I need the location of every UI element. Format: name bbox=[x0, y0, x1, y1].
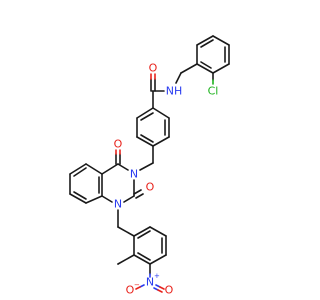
benzyl-ch2-bond-2 bbox=[175, 72, 182, 84]
quinazoline-n1-label: N bbox=[114, 198, 122, 211]
chlorophenyl-ring bbox=[196, 35, 230, 74]
nitro-no-double-o-b bbox=[157, 289, 163, 293]
nitro-oxygen-minus-charge: − bbox=[134, 281, 140, 289]
chlorine-label: Cl bbox=[208, 85, 219, 98]
molecule-structure-diagram: O NH Cl O N O N N + O − O bbox=[69, 35, 230, 297]
amide-oxygen-label: O bbox=[149, 62, 158, 75]
ch2-aryl-bond bbox=[117, 226, 135, 237]
nitro-no-double-o-a bbox=[159, 286, 165, 290]
nitro-nitrogen-label: N bbox=[146, 276, 154, 289]
nitrophenyl-ring bbox=[117, 226, 167, 265]
benzamide-ring bbox=[136, 107, 170, 147]
atom-labels: O NH Cl O N O N N + O − O bbox=[114, 62, 219, 297]
nitro-oxygen-double-label: O bbox=[165, 284, 174, 297]
amide-nh-label: NH bbox=[166, 85, 183, 98]
nitro-no-single-o bbox=[135, 286, 141, 290]
nitro-oxygen-minus-label: O bbox=[126, 284, 135, 297]
quinazolinedione-ring bbox=[101, 149, 144, 203]
benzo-ring bbox=[69, 163, 103, 204]
quinazoline-o2-label: O bbox=[146, 181, 155, 194]
bonds bbox=[69, 35, 230, 293]
nitro-nitrogen-charge: + bbox=[154, 272, 160, 280]
ch2-n3-bond bbox=[139, 162, 154, 171]
benzyl-ch2-bond-1 bbox=[180, 63, 198, 74]
quinazoline-o4-label: O bbox=[114, 138, 123, 151]
quinazoline-n3-label: N bbox=[130, 168, 138, 181]
